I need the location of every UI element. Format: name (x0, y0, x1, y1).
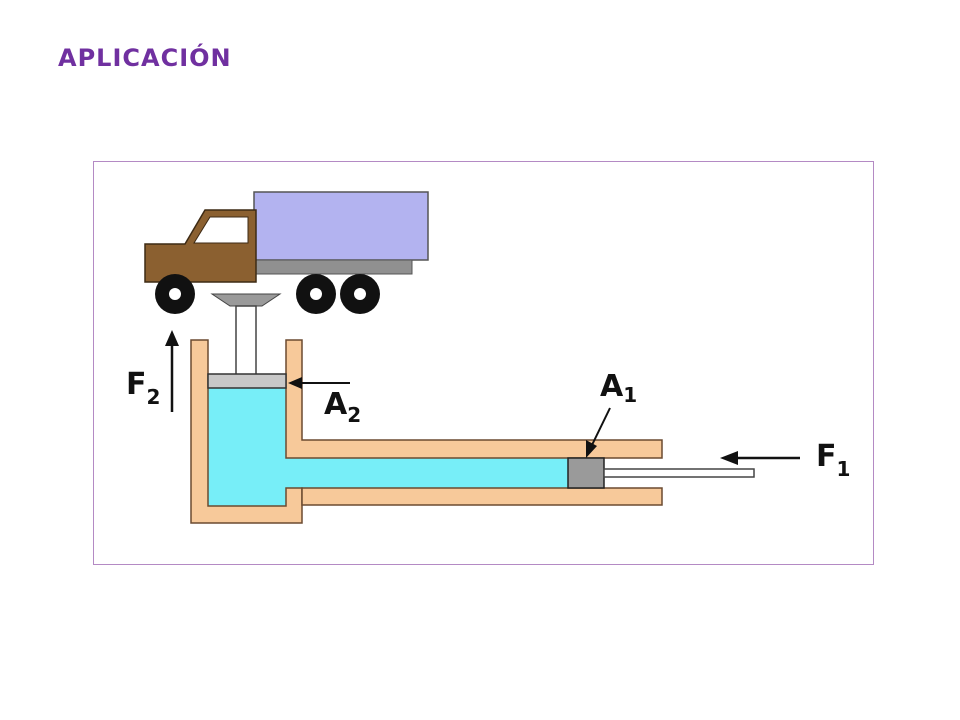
large-piston (207, 305, 287, 389)
vessel-upper-wall (285, 339, 663, 459)
small-piston-rod (603, 468, 755, 478)
truck-wheel (296, 274, 336, 314)
truck-window (193, 216, 249, 244)
truck-wheel (155, 274, 195, 314)
label-a1: A1 (600, 369, 637, 407)
truck-wheel (340, 274, 380, 314)
truck-icon (144, 191, 429, 314)
pointer-arrow-icon (288, 377, 350, 389)
hydraulic-vessel (190, 339, 663, 524)
small-piston (567, 457, 755, 489)
large-piston-rod (235, 305, 257, 377)
slide-title: APLICACIÓN (58, 44, 232, 72)
truck-cargo-box (253, 191, 429, 261)
vessel-left-wall (190, 339, 303, 524)
label-f2: F2 (126, 367, 160, 409)
label-f1: F1 (816, 439, 850, 481)
vessel-lower-wall (301, 487, 663, 506)
pointer-arrow-icon (586, 407, 611, 458)
large-piston-head (207, 373, 287, 389)
force-arrow-icon (720, 451, 800, 465)
truck-chassis (247, 259, 413, 275)
small-piston-head (567, 457, 605, 489)
lift-plate (210, 293, 282, 307)
force-arrow-icon (165, 330, 179, 412)
label-a2: A2 (324, 387, 361, 427)
